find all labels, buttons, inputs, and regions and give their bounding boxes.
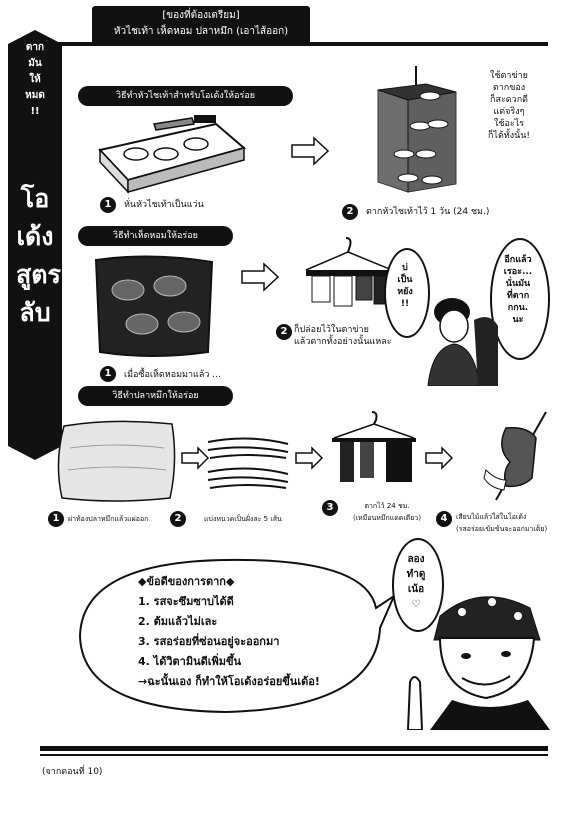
radish-note: ใช้ตาข่าย ตากของ ก็สะดวกดี แต่จริงๆ ใช้อ… bbox=[487, 71, 531, 141]
mushroom-section-label: วิธีทำเห็ดหอมให้อร่อย bbox=[78, 226, 233, 246]
arrow-right-icon bbox=[295, 446, 324, 470]
sidebar-banner bbox=[8, 30, 62, 460]
chef-speech-text: ลอง ทำดู เน้อ ♡ bbox=[406, 554, 426, 610]
squid-step2-text: แบ่งหนวดเป็นฝั่งละ 5 เส้น bbox=[204, 515, 282, 523]
tips-conclusion: →ฉะนั้นเอง ก็ทำให้โอเด้งอร่อยขึ้นเด้อ! bbox=[138, 675, 320, 688]
tips-heading: ◆ข้อดีของการตาก◆ bbox=[138, 575, 235, 588]
squid-body-illustration bbox=[57, 420, 176, 502]
squid-step3-text: ตากไว้ 24 ชม. (เหมือนหมึกแดดเดียว) bbox=[352, 502, 422, 522]
step-number: 1 bbox=[48, 511, 64, 527]
radish-section-label: วิธีทำหัวไชเท้าสำหรับโอเด้งให้อร่อย bbox=[78, 86, 293, 106]
step-number: 4 bbox=[436, 511, 452, 527]
characters-illustration bbox=[427, 298, 498, 386]
mushroom-step2-text: ก็ปล่อยไว้ในตาข่าย แล้วตากทั้งอย่างนั้นแ… bbox=[294, 325, 392, 347]
sidebar-title: โอ เด้ง สูตร ลับ bbox=[16, 184, 61, 327]
speech-left-text: บ่ เป็น หยัง !! bbox=[397, 263, 413, 309]
step-number: 2 bbox=[276, 324, 292, 340]
arrow-right-icon bbox=[181, 446, 210, 470]
chef-speech-bubble bbox=[392, 538, 444, 632]
step-number: 3 bbox=[322, 500, 338, 516]
arrow-right-icon bbox=[291, 136, 330, 166]
step-number: 2 bbox=[170, 511, 186, 527]
chef-character-illustration bbox=[406, 596, 550, 730]
hanging-squid-illustration bbox=[332, 411, 416, 482]
squid-step4-text: เสียบไม้แล้วใส่ในโอเด้ง (รสอร่อยเข้มข้นจ… bbox=[456, 513, 548, 533]
header-ingredients: หัวไชเท้า เห็ดหอม ปลาหมึก (เอาไส้ออก) bbox=[113, 26, 289, 37]
footer-source: (จากตอนที่ 10) bbox=[42, 767, 103, 777]
speech-bubble-left bbox=[384, 248, 430, 338]
mushroom-step1-text: เมื่อซื้อเห็ดหอมมาแล้ว ... bbox=[124, 370, 221, 380]
header-box: [ของที่ต้องเตรียม] หัวไชเท้า เห็ดหอม ปลา… bbox=[92, 6, 310, 46]
sidebar-tagline: ตาก มัน ให้ หมด !! bbox=[25, 42, 45, 117]
speech-right-text: อีกแล้ว เรอะ... นั่นมัน ที่ตาก กกน. นะ bbox=[503, 255, 533, 325]
mushroom-bag-illustration bbox=[94, 255, 214, 357]
arrow-right-icon bbox=[425, 446, 454, 470]
arrow-right-icon bbox=[241, 262, 280, 292]
skewered-squid-illustration bbox=[483, 411, 547, 501]
step-number: 1 bbox=[100, 197, 116, 213]
header-title: [ของที่ต้องเตรียม] bbox=[162, 10, 240, 21]
radish-step2-text: ตากหัวไชเท้าไว้ 1 วัน (24 ชม.) bbox=[366, 207, 490, 217]
drying-rack-illustration bbox=[377, 66, 457, 193]
footer-rule-thin bbox=[40, 754, 548, 756]
cutting-board-illustration bbox=[98, 115, 246, 194]
tips-bubble-outline bbox=[78, 558, 396, 714]
squid-section-label: วิธีทำปลาหมึกให้อร่อย bbox=[78, 386, 233, 406]
footer-rule-thick bbox=[40, 746, 548, 751]
squid-step1-text: ผ่าท้องปลาหมึกแล้วแผ่ออก bbox=[68, 515, 149, 523]
tips-list: ◆ข้อดีของการตาก◆ 1. รสจะซึมซาบได้ดี 2. ต… bbox=[138, 572, 388, 692]
speech-bubble-right bbox=[490, 238, 550, 360]
squid-tentacles-illustration bbox=[207, 437, 289, 489]
step-number: 1 bbox=[100, 366, 116, 382]
radish-step1-text: หั่นหัวไชเท้าเป็นแว่น bbox=[124, 200, 204, 210]
step-number: 2 bbox=[342, 204, 358, 220]
